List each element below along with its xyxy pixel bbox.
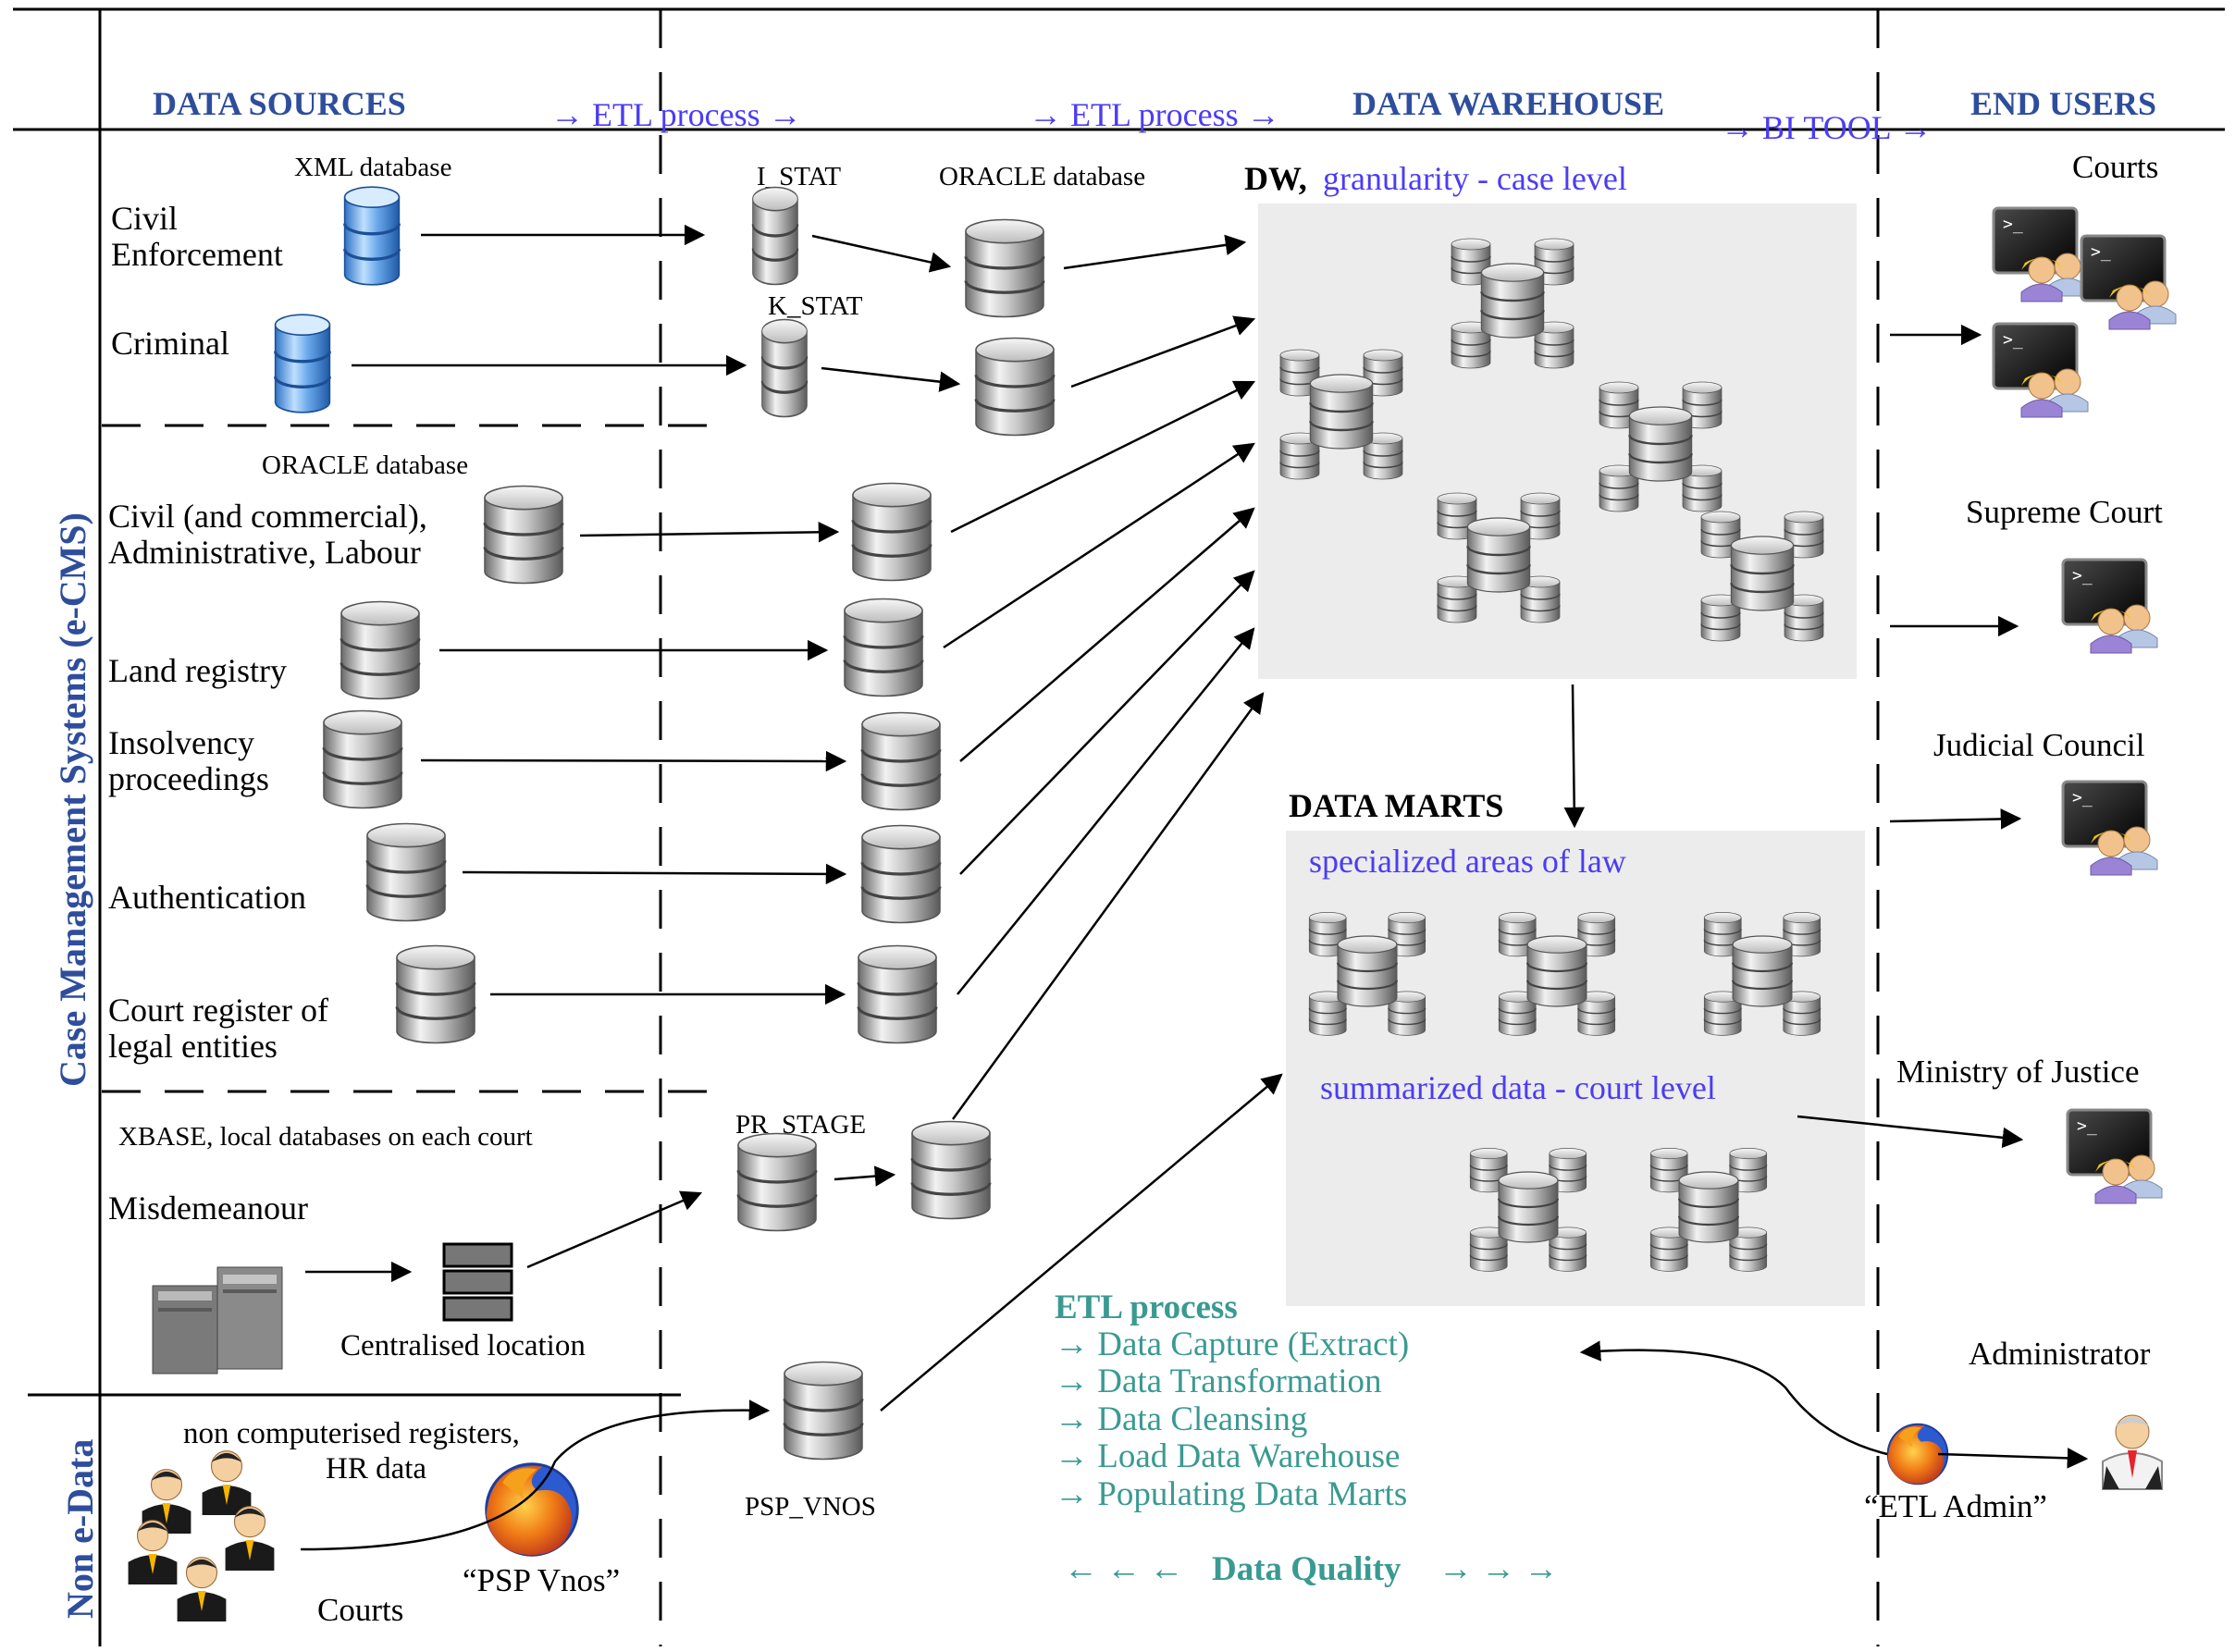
header-etl-process-2: → ETL process → <box>1029 96 1280 133</box>
header-data-sources: DATA SOURCES <box>153 85 406 122</box>
etl-title: ETL process <box>1055 1288 1238 1326</box>
source-misdemeanour: Misdemeanour <box>108 1190 308 1227</box>
database-icon <box>365 821 447 923</box>
source-non-computerised-line1: non computerised registers, <box>183 1417 520 1450</box>
computer-user-icon <box>2080 234 2178 331</box>
data-marts-summarized: summarized data - court level <box>1320 1069 1716 1106</box>
people-group-icon <box>128 1450 275 1622</box>
computer-user-icon <box>2066 1108 2164 1205</box>
computer-user-icon <box>2061 558 2159 655</box>
database-icon <box>736 1131 818 1233</box>
source-land-registry: Land registry <box>108 652 287 689</box>
computer-user-icon <box>2061 780 2159 877</box>
source-civil-commercial-line1: Civil (and commercial), <box>108 498 427 535</box>
etl-step: → Data Capture (Extract) <box>1055 1325 1409 1363</box>
database-icon <box>760 317 809 419</box>
staging-icons <box>736 185 1056 1461</box>
administrator-icon <box>2102 1414 2163 1490</box>
database-icon <box>342 185 401 287</box>
database-icon <box>395 943 476 1045</box>
source-civil-enforcement-line2: Enforcement <box>111 236 283 273</box>
database-icon <box>843 597 924 698</box>
source-insolvency-line2: proceedings <box>108 760 269 797</box>
label-oracle-database-sources: ORACLE database <box>262 450 468 480</box>
source-civil-enforcement-line1: Civil <box>111 200 178 237</box>
data-marts-specialized: specialized areas of law <box>1309 843 1626 880</box>
etl-step: → Load Data Warehouse <box>1055 1437 1400 1475</box>
database-icon <box>483 484 564 586</box>
user-etl-admin-label: “ETL Admin” <box>1864 1488 2047 1524</box>
data-marts-panel <box>1286 831 1865 1306</box>
data-marts-title: DATA MARTS <box>1289 787 1503 824</box>
user-judicial-council-label: Judicial Council <box>1933 727 2145 763</box>
flow-arrows <box>300 224 2089 1551</box>
label-centralised-location: Centralised location <box>340 1329 586 1362</box>
etl-step: → Populating Data Marts <box>1055 1475 1407 1513</box>
data-quality-left-arrows: ← ← ← <box>1064 1550 1184 1588</box>
end-user-icons <box>1886 206 2178 1490</box>
etl-process-list: ETL process → Data Capture (Extract) → D… <box>1055 1288 1559 1588</box>
database-icon <box>340 599 421 701</box>
source-non-computerised-line2: HR data <box>326 1452 426 1486</box>
source-insolvency-line1: Insolvency <box>108 724 254 761</box>
etl-step: → Data Transformation <box>1055 1362 1382 1400</box>
database-icon <box>910 1119 992 1221</box>
database-icon <box>964 217 1045 319</box>
user-administrator-label: Administrator <box>1969 1336 2151 1372</box>
label-psp-vnos-db: PSP_VNOS <box>745 1492 876 1522</box>
source-civil-commercial-line2: Administrative, Labour <box>108 534 421 571</box>
computer-user-icon <box>1992 206 2090 303</box>
firefox-icon <box>485 1462 579 1557</box>
label-i-stat: I_STAT <box>757 162 841 191</box>
source-icons <box>128 185 579 1622</box>
server-icon <box>152 1266 283 1375</box>
data-quality-right-arrows: → → → <box>1439 1550 1559 1588</box>
user-supreme-court-label: Supreme Court <box>1966 494 2163 530</box>
label-psp-vnos-app: “PSP Vnos” <box>463 1562 620 1598</box>
dw-granularity: granularity - case level <box>1323 160 1627 197</box>
header-bi-tool: → BI TOOL → <box>1721 109 1932 146</box>
database-icon <box>860 710 942 812</box>
label-xbase: XBASE, local databases on each court <box>118 1122 533 1152</box>
source-court-register-line1: Court register of <box>108 992 328 1029</box>
source-court-register-line2: legal entities <box>108 1028 278 1065</box>
header-etl-process-1: → ETL process → <box>550 96 802 133</box>
label-xml-database: XML database <box>294 153 451 182</box>
database-icon <box>851 481 932 583</box>
database-icon <box>783 1360 864 1461</box>
database-icon <box>860 823 942 925</box>
database-icon <box>857 943 938 1045</box>
computer-user-icon <box>1992 322 2090 419</box>
label-oracle-database-staging: ORACLE database <box>939 162 1145 191</box>
user-ministry-label: Ministry of Justice <box>1896 1054 2139 1090</box>
database-icon <box>974 336 1056 438</box>
source-courts-label: Courts <box>317 1592 403 1628</box>
dashed-lines <box>102 9 1880 1646</box>
centralised-storage-icon <box>442 1242 513 1322</box>
database-icon <box>273 313 332 414</box>
user-courts-label: Courts <box>2072 149 2158 185</box>
header-end-users: END USERS <box>1970 85 2156 122</box>
header-data-warehouse: DATA WAREHOUSE <box>1352 85 1664 122</box>
side-label-non-edata: Non e-Data <box>59 1439 101 1619</box>
database-icon <box>322 709 403 810</box>
label-k-stat: K_STAT <box>768 291 863 321</box>
dw-title-bold: DW, <box>1244 160 1307 197</box>
side-label-ecms: Case Management Systems (e-CMS) <box>52 512 93 1087</box>
etl-step: → Data Cleansing <box>1055 1400 1307 1438</box>
source-criminal: Criminal <box>111 325 229 362</box>
source-authentication: Authentication <box>108 879 306 916</box>
data-quality-label: Data Quality <box>1212 1550 1402 1588</box>
database-icon <box>751 185 799 287</box>
